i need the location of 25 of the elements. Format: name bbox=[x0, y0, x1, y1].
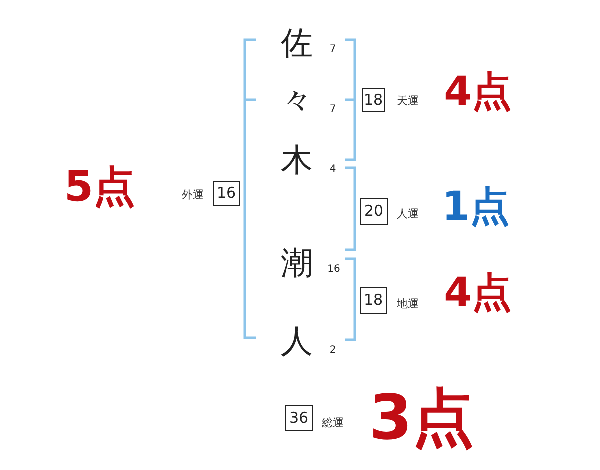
fortune-category: 天運 bbox=[397, 96, 419, 106]
score-points: 1点 bbox=[442, 187, 510, 227]
score-box: 36 bbox=[285, 405, 313, 431]
name-character: 佐 bbox=[281, 27, 313, 59]
name-character: 潮 bbox=[281, 247, 313, 279]
score-points: 3点 bbox=[369, 387, 475, 449]
stroke-count: 16 bbox=[328, 265, 340, 275]
fortune-category: 人運 bbox=[397, 208, 419, 220]
score-points: 4点 bbox=[444, 273, 512, 313]
score-box: 20 bbox=[360, 198, 388, 225]
fortune-category: 総運 bbox=[322, 418, 344, 428]
stroke-count: 4 bbox=[330, 165, 336, 175]
stroke-count: 2 bbox=[330, 346, 336, 356]
fortune-category: 外運 bbox=[182, 190, 204, 200]
score-points: 5点 bbox=[64, 166, 136, 208]
stroke-count: 7 bbox=[330, 45, 336, 55]
score-box: 18 bbox=[362, 88, 385, 112]
fortune-category: 地運 bbox=[397, 298, 419, 310]
name-character: 人 bbox=[281, 325, 313, 357]
name-character: 木 bbox=[281, 144, 313, 176]
score-box: 18 bbox=[360, 287, 387, 314]
name-character: 々 bbox=[281, 84, 313, 116]
score-points: 4点 bbox=[444, 72, 512, 112]
score-box: 16 bbox=[213, 181, 240, 206]
stroke-count: 7 bbox=[330, 105, 336, 115]
